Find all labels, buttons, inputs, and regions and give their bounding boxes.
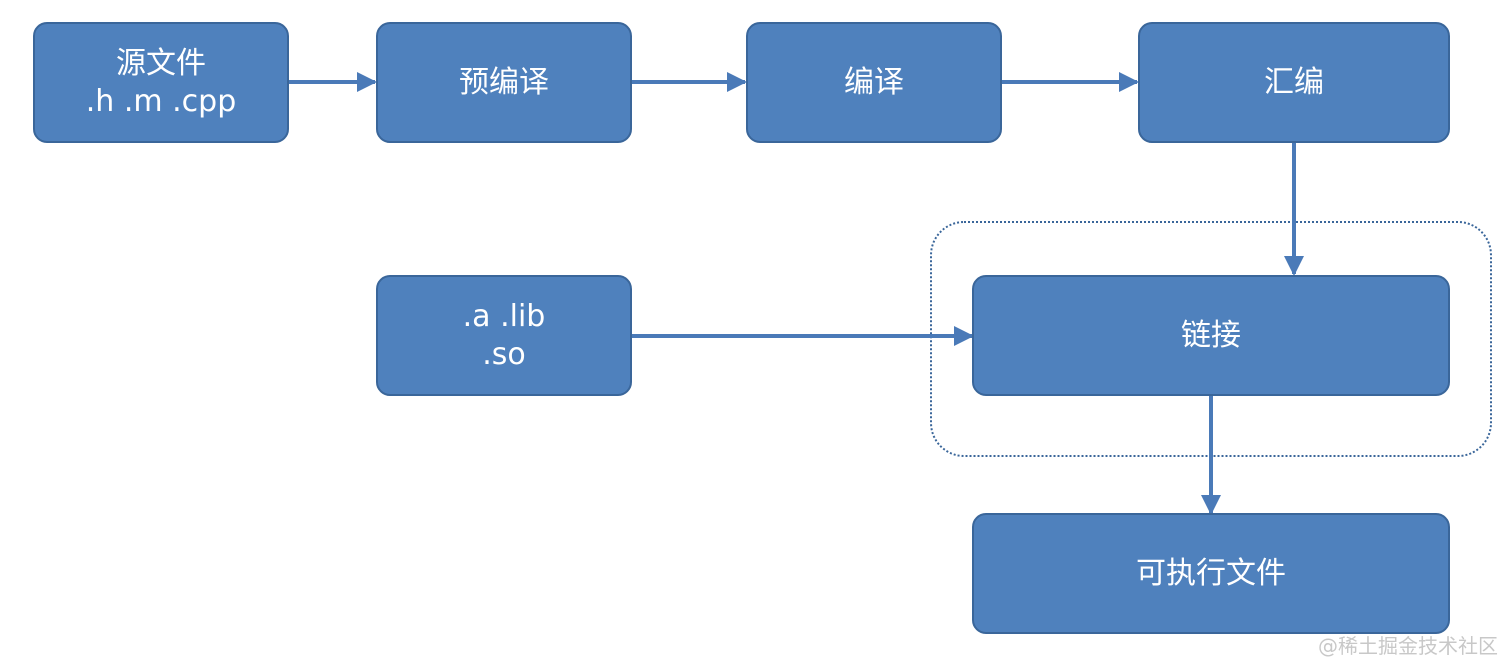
node-link-label: 链接: [1181, 317, 1241, 353]
node-preprocess: 预编译: [376, 22, 632, 143]
node-source-files-extensions: .h .m .cpp: [85, 83, 237, 119]
node-link: 链接: [972, 275, 1450, 396]
watermark-text: @稀土掘金技术社区: [1318, 634, 1498, 658]
node-libraries: .a .lib .so: [376, 275, 632, 396]
node-assemble: 汇编: [1138, 22, 1450, 143]
node-preprocess-label: 预编译: [459, 64, 549, 100]
node-source-files: 源文件 .h .m .cpp: [33, 22, 289, 143]
node-executable: 可执行文件: [972, 513, 1450, 634]
node-source-files-title: 源文件: [116, 46, 206, 81]
node-executable-label: 可执行文件: [1136, 555, 1286, 591]
node-compile: 编译: [746, 22, 1002, 143]
node-libraries-shared: .so: [482, 336, 526, 372]
node-assemble-label: 汇编: [1264, 64, 1324, 100]
node-libraries-static: .a .lib: [462, 299, 546, 334]
node-compile-label: 编译: [844, 64, 904, 100]
